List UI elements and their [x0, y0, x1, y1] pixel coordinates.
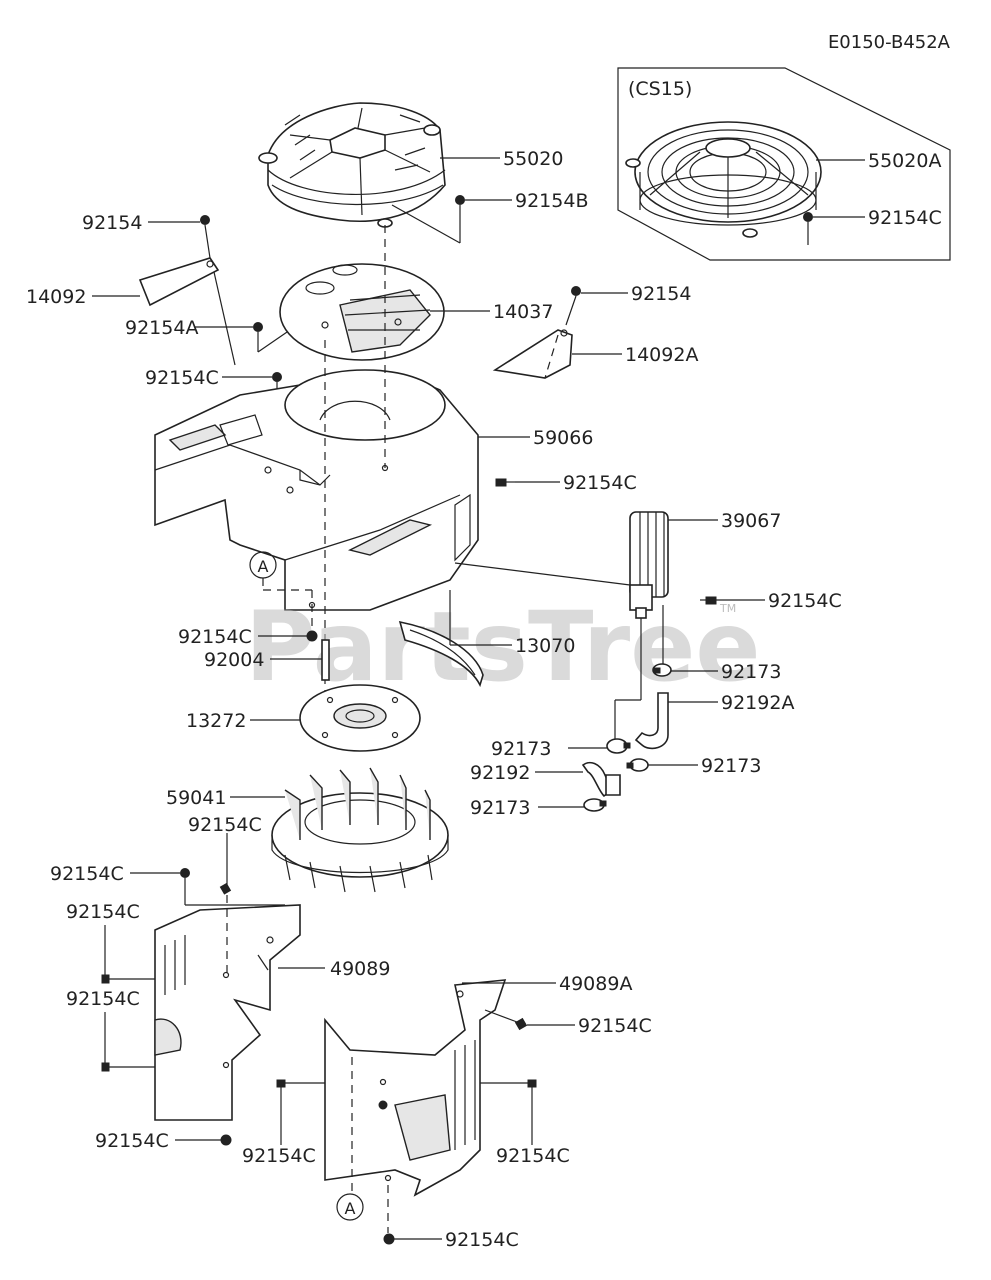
- label-59041: 59041: [166, 787, 226, 809]
- hose-92192a[interactable]: [634, 692, 669, 750]
- guard-49089a[interactable]: [324, 979, 507, 1197]
- label-92154c-j: 92154C: [578, 1015, 652, 1037]
- label-39067: 39067: [721, 510, 781, 532]
- label-92154c-h: 92154C: [66, 988, 140, 1010]
- label-92173-d: 92173: [470, 797, 530, 819]
- bolt-92154c-m[interactable]: [383, 1233, 395, 1245]
- label-92154-top: 92154: [82, 212, 142, 234]
- label-49089a: 49089A: [559, 973, 632, 995]
- label-13272: 13272: [186, 710, 246, 732]
- bolt-92154a[interactable]: [253, 322, 263, 332]
- plate-13272[interactable]: [299, 684, 421, 752]
- plate-14037[interactable]: [279, 263, 445, 361]
- inset-cs15: (CS15) 55020A 92154C: [617, 67, 951, 261]
- fan-59041[interactable]: [271, 767, 449, 893]
- bolt-92154c-f[interactable]: [180, 868, 190, 878]
- label-92154c-l: 92154C: [496, 1145, 570, 1167]
- label-92154c-k: 92154C: [242, 1145, 316, 1167]
- label-92192a: 92192A: [721, 692, 794, 714]
- svg-text:A: A: [345, 1199, 356, 1218]
- ref-marker-a-top: A: [249, 551, 277, 579]
- label-92154a: 92154A: [125, 317, 198, 339]
- clamp-92173-b[interactable]: [606, 738, 631, 754]
- label-55020a: 55020A: [868, 150, 941, 172]
- bolt-92154c-e[interactable]: [219, 882, 232, 895]
- bolt-92154c-i[interactable]: [220, 1134, 232, 1146]
- guard-49089[interactable]: [154, 904, 301, 1121]
- inset-title: (CS15): [628, 78, 692, 100]
- label-92154-right: 92154: [631, 283, 691, 305]
- label-92154c-e: 92154C: [188, 814, 262, 836]
- label-92154c-inset: 92154C: [868, 207, 942, 229]
- diagram-code: E0150-B452A: [828, 32, 951, 53]
- label-92154c-g: 92154C: [66, 901, 140, 923]
- bracket-14092[interactable]: [138, 257, 220, 307]
- bolt-92154c-inset[interactable]: [803, 212, 813, 222]
- clamp-92173-d[interactable]: [583, 798, 607, 812]
- svg-text:A: A: [258, 557, 269, 576]
- label-92154b: 92154B: [515, 190, 588, 212]
- ref-marker-a-bottom: A: [336, 1193, 364, 1221]
- label-92154c-b: 92154C: [563, 472, 637, 494]
- fan-guard-55020a[interactable]: [625, 121, 822, 238]
- shroud-59066[interactable]: [154, 369, 479, 611]
- label-49089: 49089: [330, 958, 390, 980]
- bolt-92154c-j[interactable]: [514, 1017, 528, 1031]
- bolt-92154c-b[interactable]: [495, 478, 515, 487]
- bolt-92154c-k[interactable]: [276, 1079, 286, 1088]
- bolt-92154b[interactable]: [455, 195, 465, 205]
- label-92192: 92192: [470, 762, 530, 784]
- label-92173-a: 92173: [721, 661, 781, 683]
- label-92154c-d: 92154C: [178, 626, 252, 648]
- clamp-92173-c[interactable]: [626, 758, 649, 772]
- bracket-14092a[interactable]: [492, 329, 573, 379]
- label-92173-c: 92173: [701, 755, 761, 777]
- seal-13070[interactable]: [398, 620, 484, 688]
- stud-92004[interactable]: [321, 639, 330, 681]
- hose-92192[interactable]: [581, 761, 621, 798]
- bolt-92154-right[interactable]: [571, 286, 581, 296]
- label-14092a: 14092A: [625, 344, 698, 366]
- bolt-92154c-a[interactable]: [272, 372, 282, 382]
- label-92154c-i: 92154C: [95, 1130, 169, 1152]
- label-59066: 59066: [533, 427, 593, 449]
- label-14092: 14092: [26, 286, 86, 308]
- label-92173-b: 92173: [491, 738, 551, 760]
- label-92154c-a: 92154C: [145, 367, 219, 389]
- label-92004: 92004: [204, 649, 264, 671]
- bolt-92154c-d[interactable]: [306, 630, 318, 642]
- watermark: PartsTree: [245, 591, 760, 703]
- fan-guard-55020[interactable]: [258, 102, 446, 228]
- label-14037: 14037: [493, 301, 553, 323]
- bolt-92154c-h[interactable]: [101, 1062, 155, 1072]
- bolt-92154c-g[interactable]: [101, 974, 155, 984]
- label-92154c-f: 92154C: [50, 863, 124, 885]
- bolt-92154c-mid[interactable]: [378, 1100, 388, 1110]
- bolt-92154c-l[interactable]: [527, 1079, 537, 1088]
- clamp-92173-a[interactable]: [652, 663, 672, 677]
- label-92154c-c: 92154C: [768, 590, 842, 612]
- label-55020: 55020: [503, 148, 563, 170]
- label-92154c-m: 92154C: [445, 1229, 519, 1251]
- bolt-92154-top[interactable]: [200, 215, 210, 225]
- oil-cooler-39067[interactable]: [629, 511, 669, 619]
- label-13070: 13070: [515, 635, 575, 657]
- inset-frame: [617, 67, 951, 261]
- watermark-tm: TM: [719, 602, 736, 615]
